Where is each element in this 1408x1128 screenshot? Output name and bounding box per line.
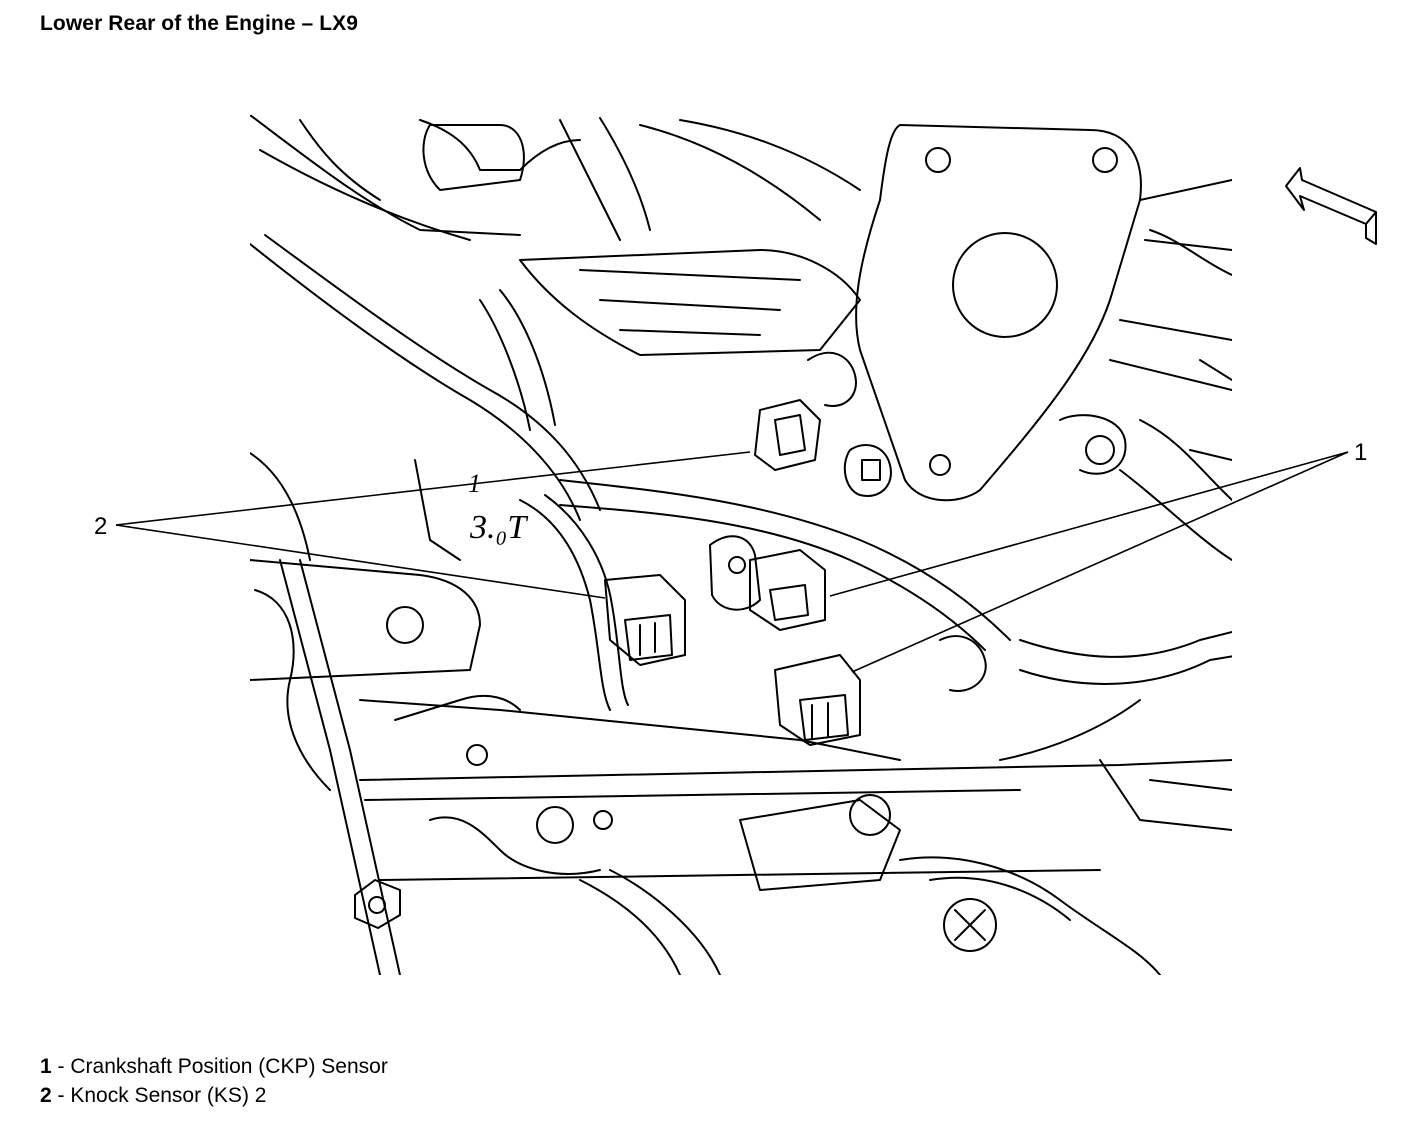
leader-2a [115,451,751,526]
leader-1a [829,451,1349,597]
callout-leaders [115,451,1349,673]
legend-number: 2 [40,1084,52,1107]
legend-separator: - [51,1055,71,1078]
legend: 1 - Crankshaft Position (CKP) Sensor 2 -… [40,1052,388,1110]
legend-item-1: 1 - Crankshaft Position (CKP) Sensor [40,1052,388,1081]
direction-arrow-icon [1285,167,1377,245]
callout-2: 2 [94,513,107,540]
casting-mark-lower: 3.₀T [469,509,528,546]
legend-item-2: 2 - Knock Sensor (KS) 2 [40,1081,388,1110]
callout-1: 1 [1354,439,1367,466]
diagram-title: Lower Rear of the Engine – LX9 [40,12,359,35]
legend-label: Knock Sensor (KS) 2 [70,1084,267,1107]
legend-label: Crankshaft Position (CKP) Sensor [70,1055,388,1078]
leader-1b [851,451,1349,673]
legend-number: 1 [40,1055,52,1078]
legend-separator: - [51,1084,71,1107]
line-art [250,115,1232,975]
leader-2b [115,524,606,599]
